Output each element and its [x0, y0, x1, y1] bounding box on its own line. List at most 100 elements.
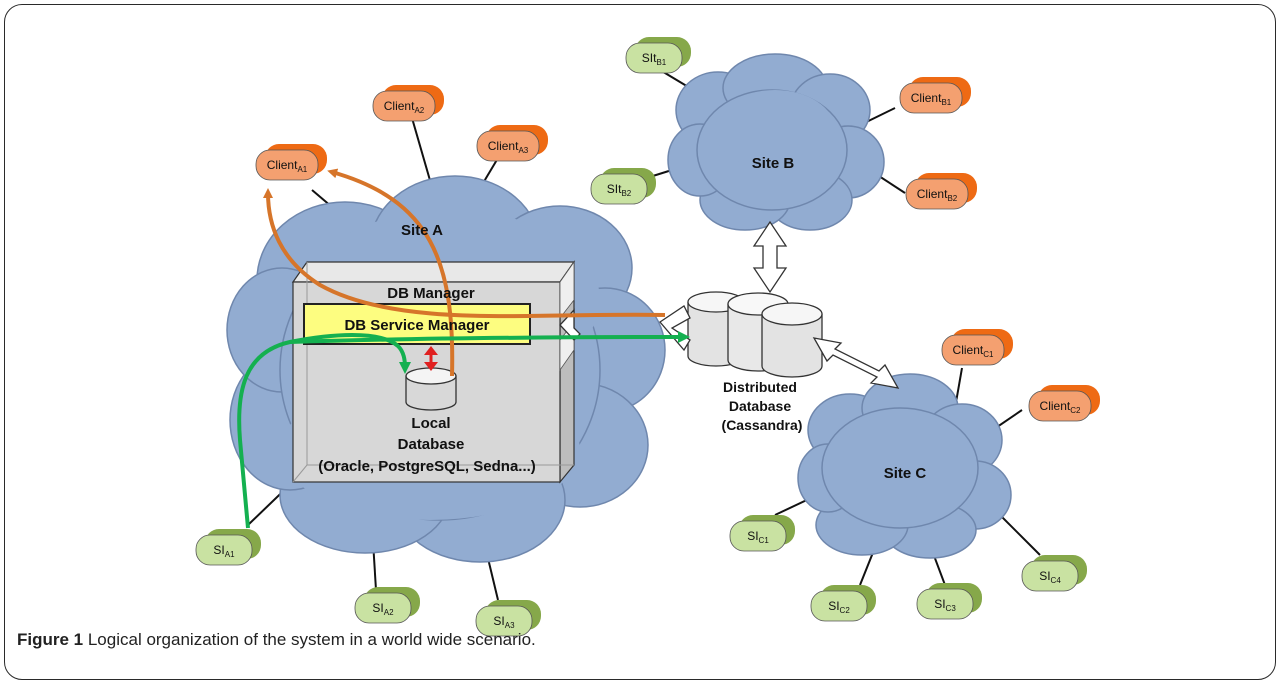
node-label-subscript: C3	[946, 604, 957, 613]
node-label: ClientC1	[953, 343, 994, 359]
sensor-node-si-a1: SIA1	[195, 529, 261, 566]
caption-label: Figure 1	[17, 630, 84, 649]
node-body	[941, 334, 1005, 366]
node-label-base: SI	[934, 597, 945, 611]
local-db-label-3: (Oracle, PostgreSQL, Sedna...)	[318, 458, 536, 475]
node-label-subscript: B2	[947, 194, 957, 203]
client-node-client-c2: ClientC2	[1028, 385, 1100, 422]
node-label-base: SI	[493, 614, 504, 628]
green-arrow-to-local-db	[237, 333, 411, 529]
local-db-label-2: Database	[398, 436, 465, 453]
db-service-manager-label: DB Service Manager	[344, 317, 489, 334]
sensor-node-si-c3: SIC3	[916, 583, 982, 620]
nodes-layer: ClientA1ClientA2ClientA3ClientB1ClientB2…	[195, 37, 1100, 637]
node-label-base: SI	[372, 601, 383, 615]
node-body	[195, 534, 253, 566]
node-label: SIA2	[372, 601, 394, 617]
sensor-node-sit-b2: SItB2	[590, 168, 656, 205]
orange-flow	[263, 168, 666, 377]
client-node-client-a3: ClientA3	[476, 125, 548, 162]
node-label-subscript: A1	[225, 550, 235, 559]
node-body	[354, 592, 412, 624]
node-body	[729, 520, 787, 552]
site-b-label: Site B	[752, 155, 795, 172]
node-label: SIC1	[747, 529, 769, 545]
figure-caption: Figure 1 Logical organization of the sys…	[17, 630, 536, 650]
node-body	[1028, 390, 1092, 422]
block-arrows	[559, 220, 900, 389]
node-body	[899, 82, 963, 114]
node-label-subscript: B1	[941, 98, 951, 107]
client-node-client-c1: ClientC1	[941, 329, 1013, 366]
client-node-client-b2: ClientB2	[905, 173, 977, 210]
local-database-cylinder	[405, 367, 457, 411]
client-node-client-a2: ClientA2	[372, 85, 444, 122]
node-body	[476, 130, 540, 162]
node-body	[255, 149, 319, 181]
db-manager-title: DB Manager	[387, 285, 475, 302]
node-body	[916, 588, 974, 620]
node-label: SItB1	[642, 51, 667, 67]
node-label-base: SI	[828, 599, 839, 613]
node-label-subscript: C1	[983, 350, 994, 359]
local-db-label-1: Local	[411, 415, 450, 432]
node-label-subscript: C2	[840, 606, 851, 615]
node-label-subscript: C4	[1051, 576, 1062, 585]
node-label-base: Client	[953, 343, 984, 357]
block-arrow-site-b	[752, 220, 788, 294]
node-label-base: Client	[917, 187, 948, 201]
node-body	[475, 605, 533, 637]
node-body	[372, 90, 436, 122]
node-label-base: Client	[488, 139, 519, 153]
sensor-node-si-c4: SIC4	[1021, 555, 1087, 592]
caption-text: Logical organization of the system in a …	[83, 630, 536, 649]
block-arrow-site-c	[812, 337, 900, 389]
orange-arrow-to-client-a1	[327, 168, 455, 377]
node-label-subscript: A3	[518, 146, 528, 155]
node-label-subscript: B1	[656, 58, 666, 67]
node-label-base: SIt	[607, 182, 622, 196]
sensor-node-si-a2: SIA2	[354, 587, 420, 624]
site-a-label: Site A	[401, 222, 443, 239]
node-label-subscript: C2	[1070, 406, 1081, 415]
node-label-base: SI	[1039, 569, 1050, 583]
node-body	[810, 590, 868, 622]
node-label: SIC4	[1039, 569, 1061, 585]
sensor-node-si-c1: SIC1	[729, 515, 795, 552]
node-label: ClientC2	[1040, 399, 1081, 415]
node-label-subscript: B2	[621, 189, 631, 198]
distributed-db-label-2: Database	[729, 398, 791, 414]
node-label: SIA1	[213, 543, 235, 559]
node-label-base: Client	[267, 158, 298, 172]
node-body	[905, 178, 969, 210]
sensor-node-si-a3: SIA3	[475, 600, 541, 637]
site-c-cloud	[797, 373, 1012, 559]
node-label-subscript: A2	[414, 106, 424, 115]
node-label-subscript: C1	[759, 536, 770, 545]
green-flow	[237, 331, 690, 529]
client-node-client-a1: ClientA1	[255, 144, 327, 181]
sensor-node-sit-b1: SItB1	[625, 37, 691, 74]
node-label-base: SIt	[642, 51, 657, 65]
node-label: SIC2	[828, 599, 850, 615]
node-label: ClientA2	[384, 99, 425, 115]
node-label-subscript: A1	[297, 165, 307, 174]
distributed-db-label-1: Distributed	[723, 379, 797, 395]
node-body	[625, 42, 683, 74]
node-body	[590, 173, 648, 205]
node-label-subscript: A3	[505, 621, 515, 630]
node-label-base: Client	[384, 99, 415, 113]
site-b-cloud	[667, 53, 885, 231]
node-label-subscript: A2	[384, 608, 394, 617]
node-label-base: SI	[747, 529, 758, 543]
site-c-label: Site C	[884, 465, 927, 482]
node-label: ClientB2	[917, 187, 958, 203]
node-label: ClientB1	[911, 91, 952, 107]
node-label: SItB2	[607, 182, 632, 198]
orange-arrow-from-distributed	[263, 188, 666, 319]
distributed-database-cylinders	[687, 291, 823, 378]
distributed-db-label-3: (Cassandra)	[722, 417, 803, 433]
node-label: SIC3	[934, 597, 956, 613]
node-body	[1021, 560, 1079, 592]
